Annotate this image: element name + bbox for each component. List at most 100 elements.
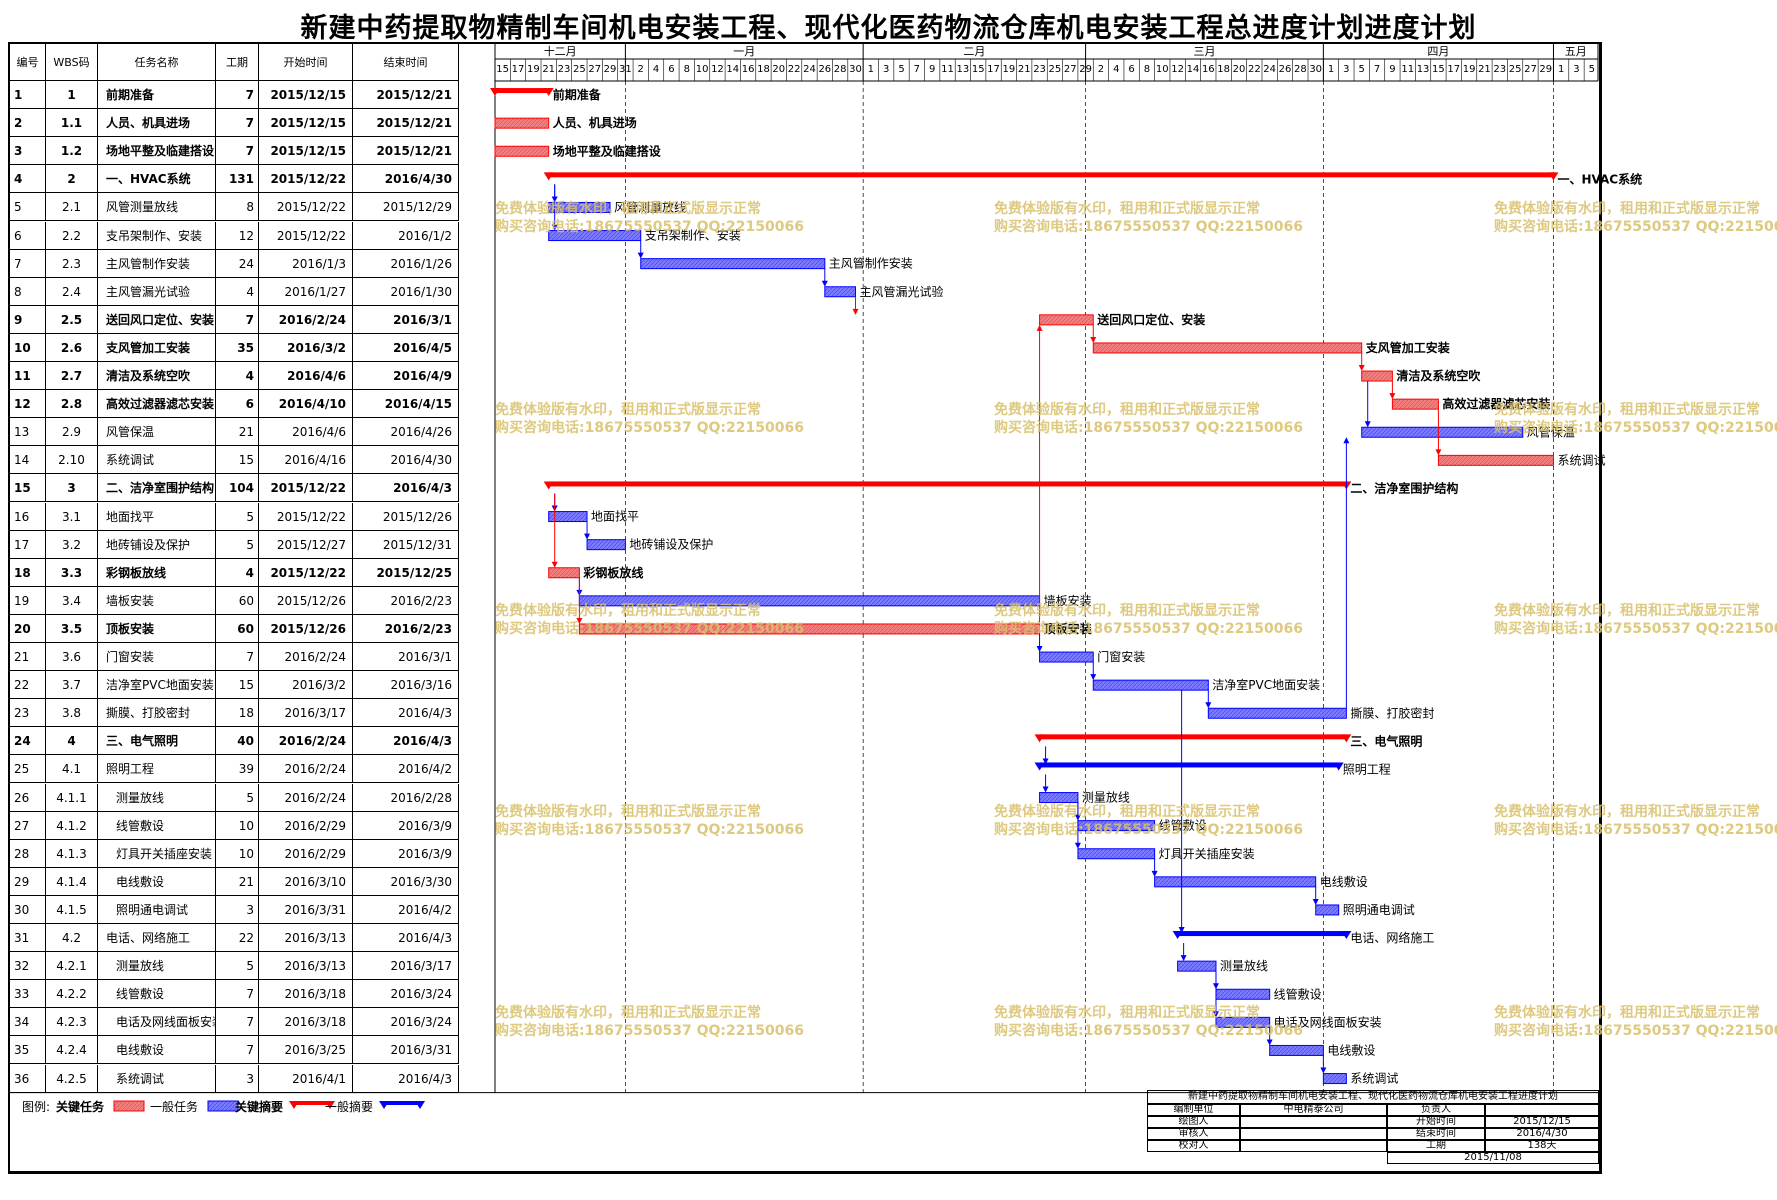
task-bar (1391, 398, 1439, 410)
day-tick-label: 24 (803, 64, 816, 75)
task-id-cell: 3 (10, 137, 46, 166)
title-block-label: 绘图人 (1147, 1116, 1240, 1128)
task-end-cell: 2016/4/3 (353, 727, 459, 756)
task-start-cell: 2015/12/22 (259, 165, 353, 194)
day-tick-label: 8 (684, 64, 690, 75)
task-bar-label: 照明通电调试 (1343, 902, 1415, 917)
task-id-cell: 34 (10, 1008, 46, 1037)
day-tick-label: 19 (527, 64, 540, 75)
task-wbs-cell: 3.5 (46, 614, 98, 643)
task-end-cell: 2016/1/26 (353, 249, 459, 278)
task-wbs-cell: 4.1.2 (46, 811, 98, 840)
legend-swatch-cap (325, 1101, 335, 1109)
day-tick-label: 25 (1049, 64, 1062, 75)
day-tick-label: 23 (1493, 64, 1506, 75)
task-name-cell: 风管保温 (98, 418, 216, 447)
task-start-cell: 2015/12/22 (259, 221, 353, 250)
day-tick-label: 3 (1343, 64, 1349, 75)
task-end-cell: 2016/1/30 (353, 277, 459, 306)
task-end-cell: 2016/2/23 (353, 614, 459, 643)
task-name-cell: 送回风口定位、安装 (98, 305, 216, 334)
task-wbs-cell: 4.1.3 (46, 839, 98, 868)
task-start-cell: 2015/12/15 (259, 109, 353, 138)
day-tick-label: 2 (1098, 64, 1104, 75)
task-bar (494, 117, 550, 129)
task-id-cell: 32 (10, 952, 46, 981)
task-name-cell: 撕膜、打胶密封 (98, 699, 216, 728)
task-start-cell: 2016/2/24 (259, 783, 353, 812)
dependency-arrow (1312, 898, 1319, 905)
task-duration-cell: 7 (216, 81, 259, 110)
task-end-cell: 2016/4/3 (353, 1064, 459, 1093)
task-name-cell: 线管敷设 (98, 980, 216, 1009)
day-tick-label: 6 (668, 64, 674, 75)
task-duration-cell: 8 (216, 193, 259, 222)
day-tick-label: 11 (1401, 64, 1414, 75)
task-duration-cell: 39 (216, 755, 259, 784)
day-tick-label: 16 (1202, 64, 1215, 75)
day-tick-label: 10 (696, 64, 709, 75)
day-tick-label: 10 (1156, 64, 1169, 75)
task-end-cell: 2016/3/1 (353, 643, 459, 672)
column-header: 开始时间 (259, 44, 353, 81)
task-id-cell: 7 (10, 249, 46, 278)
task-id-cell: 13 (10, 418, 46, 447)
day-tick-label: 13 (957, 64, 970, 75)
task-end-cell: 2016/4/30 (353, 446, 459, 475)
day-tick-label: 4 (653, 64, 659, 75)
title-block-value: 138天 (1485, 1140, 1599, 1152)
task-id-cell: 21 (10, 643, 46, 672)
day-tick-label: 14 (726, 64, 739, 75)
dependency-arrow (852, 308, 859, 315)
task-duration-cell: 15 (216, 446, 259, 475)
day-tick-label: 17 (512, 64, 525, 75)
task-bar (1039, 792, 1079, 804)
task-id-cell: 15 (10, 474, 46, 503)
task-id-cell: 17 (10, 530, 46, 559)
task-bar (1077, 848, 1156, 860)
task-duration-cell: 4 (216, 558, 259, 587)
task-bar-label: 二、洁净室围护结构 (1350, 480, 1458, 495)
dependency-arrow (1358, 365, 1365, 372)
task-id-cell: 9 (10, 305, 46, 334)
task-id-cell: 12 (10, 390, 46, 419)
task-duration-cell: 104 (216, 474, 259, 503)
task-end-cell: 2016/3/17 (353, 952, 459, 981)
task-duration-cell: 60 (216, 586, 259, 615)
task-wbs-cell: 3.1 (46, 502, 98, 531)
task-start-cell: 2016/1/3 (259, 249, 353, 278)
task-name-cell: 支风管加工安装 (98, 333, 216, 362)
day-tick-label: 20 (1233, 64, 1246, 75)
day-tick-label: 7 (1374, 64, 1380, 75)
dependency-arrow (576, 617, 583, 624)
day-tick-label: 29 (604, 64, 617, 75)
task-bar (1154, 876, 1317, 888)
summary-end-cap (1548, 172, 1559, 181)
title-block-label: 校对人 (1147, 1140, 1240, 1152)
day-tick-label: 27 (588, 64, 601, 75)
task-wbs-cell: 1.2 (46, 137, 98, 166)
task-bar-label: 墙板安装 (1044, 593, 1092, 608)
task-start-cell: 2015/12/15 (259, 81, 353, 110)
task-start-cell: 2016/4/6 (259, 418, 353, 447)
day-tick-label: 7 (914, 64, 920, 75)
title-block-value: 2016/4/30 (1485, 1128, 1599, 1140)
day-tick-label: 11 (941, 64, 954, 75)
day-tick-label: 17 (1447, 64, 1460, 75)
task-duration-cell: 60 (216, 614, 259, 643)
dependency-arrow (1266, 1039, 1273, 1046)
day-tick-label: 21 (542, 64, 555, 75)
task-duration-cell: 3 (216, 895, 259, 924)
task-bar-label: 电话、网络施工 (1350, 930, 1434, 945)
task-duration-cell: 5 (216, 952, 259, 981)
task-bar-label: 彩钢板放线 (582, 565, 643, 580)
task-id-cell: 35 (10, 1036, 46, 1065)
task-id-cell: 29 (10, 867, 46, 896)
day-tick-label: 6 (1128, 64, 1134, 75)
task-bar-label: 洁净室PVC地面安装 (1212, 677, 1320, 692)
day-tick-label: 5 (1359, 64, 1365, 75)
day-tick-label: 21 (1018, 64, 1031, 75)
task-bar (1092, 679, 1209, 691)
title-block-label: 工期 (1387, 1140, 1485, 1152)
